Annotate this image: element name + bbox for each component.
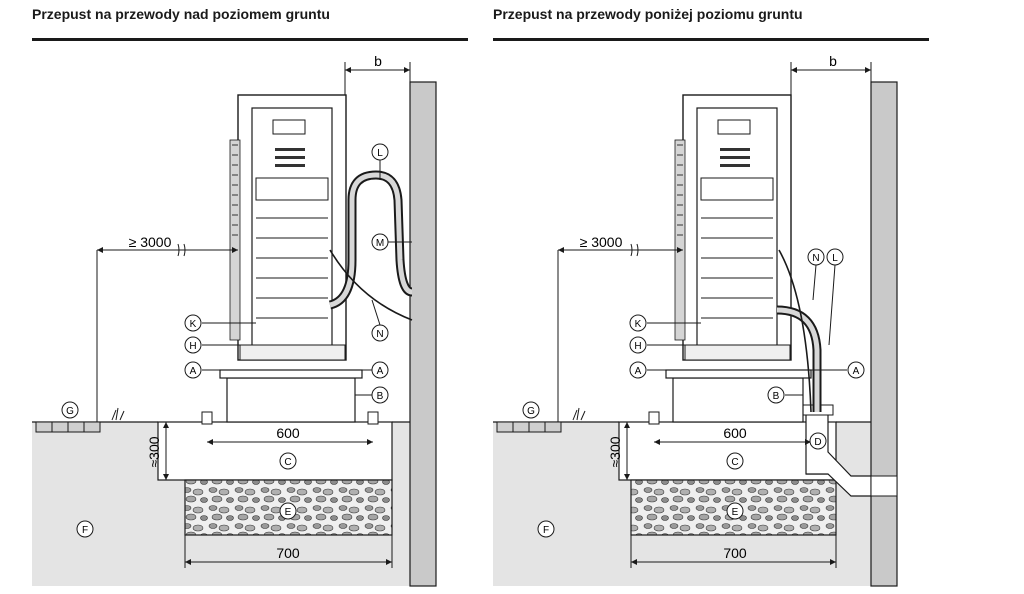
svg-text:G: G bbox=[527, 406, 535, 417]
callout-B: B bbox=[371, 386, 389, 404]
callout-K: K bbox=[184, 314, 202, 332]
svg-text:L: L bbox=[832, 253, 838, 264]
grass-symbol bbox=[572, 407, 586, 421]
base-block bbox=[672, 377, 804, 423]
svg-text:L: L bbox=[377, 148, 383, 159]
title-below-ground: Przepust na przewody poniżej poziomu gru… bbox=[493, 6, 803, 22]
svg-text:E: E bbox=[732, 507, 739, 518]
callout-N: N bbox=[371, 324, 389, 342]
callout-K: K bbox=[629, 314, 647, 332]
callout-F: F bbox=[76, 520, 94, 538]
callout-C: C bbox=[726, 452, 744, 470]
callout-A-left: A bbox=[184, 361, 202, 379]
svg-text:A: A bbox=[377, 366, 384, 377]
callout-B: B bbox=[767, 386, 785, 404]
dimension-width-top: 600 bbox=[276, 425, 300, 441]
paving-stones bbox=[35, 421, 101, 433]
svg-text:F: F bbox=[82, 525, 88, 536]
svg-text:C: C bbox=[284, 457, 291, 468]
svg-text:E: E bbox=[285, 507, 292, 518]
dimension-depth: ≈300 bbox=[607, 436, 623, 467]
callout-H: H bbox=[629, 336, 647, 354]
svg-text:B: B bbox=[377, 391, 384, 402]
callout-L: L bbox=[371, 143, 389, 161]
svg-text:A: A bbox=[190, 366, 197, 377]
callout-G: G bbox=[522, 401, 540, 419]
dimension-width-top: 600 bbox=[723, 425, 747, 441]
electric-cable bbox=[329, 249, 413, 321]
callout-G: G bbox=[61, 401, 79, 419]
dimension-width-bottom: 700 bbox=[276, 545, 300, 561]
svg-text:H: H bbox=[189, 341, 196, 352]
base-block bbox=[226, 377, 356, 423]
electric-cable bbox=[778, 249, 812, 413]
svg-text:B: B bbox=[773, 391, 780, 402]
title-above-ground: Przepust na przewody nad poziomem gruntu bbox=[32, 6, 330, 22]
svg-text:N: N bbox=[376, 329, 383, 340]
foundation-concrete bbox=[157, 421, 393, 481]
svg-text:N: N bbox=[812, 253, 819, 264]
paving-stones bbox=[496, 421, 562, 433]
diagram-below-ground: b ≥ 3000 600 700 ≈300 K H A A B N L D G … bbox=[493, 53, 898, 587]
svg-text:K: K bbox=[635, 319, 642, 330]
callout-L: L bbox=[826, 248, 844, 266]
diagram-above-ground: b ≥ 3000 600 700 ≈300 K H A A B L M N G … bbox=[32, 53, 437, 587]
base-frame bbox=[219, 369, 363, 379]
callout-A-right: A bbox=[371, 361, 389, 379]
callout-A-left: A bbox=[629, 361, 647, 379]
svg-text:H: H bbox=[634, 341, 641, 352]
dimension-b: b bbox=[829, 53, 837, 69]
dimension-clearance: ≥ 3000 bbox=[580, 234, 623, 250]
title-rule-right bbox=[493, 38, 929, 41]
title-rule-left bbox=[32, 38, 468, 41]
building-wall bbox=[870, 81, 898, 587]
base-frame bbox=[665, 369, 812, 379]
svg-text:A: A bbox=[853, 366, 860, 377]
svg-text:M: M bbox=[376, 238, 384, 249]
heat-pump-unit bbox=[674, 94, 792, 361]
callout-E: E bbox=[279, 502, 297, 520]
callout-E: E bbox=[726, 502, 744, 520]
callout-A-right: A bbox=[847, 361, 865, 379]
gravel-bed bbox=[184, 479, 393, 536]
grass-symbol bbox=[111, 407, 125, 421]
callout-M: M bbox=[371, 233, 389, 251]
svg-text:C: C bbox=[731, 457, 738, 468]
svg-text:A: A bbox=[635, 366, 642, 377]
svg-text:K: K bbox=[190, 319, 197, 330]
dimension-width-bottom: 700 bbox=[723, 545, 747, 561]
svg-text:D: D bbox=[814, 437, 821, 448]
foundation-concrete bbox=[618, 421, 837, 481]
building-wall bbox=[409, 81, 437, 587]
callout-C: C bbox=[279, 452, 297, 470]
dimension-depth: ≈300 bbox=[146, 436, 162, 467]
callout-D: D bbox=[809, 432, 827, 450]
svg-text:F: F bbox=[543, 525, 549, 536]
callout-F: F bbox=[537, 520, 555, 538]
callout-N: N bbox=[807, 248, 825, 266]
dimension-clearance: ≥ 3000 bbox=[129, 234, 172, 250]
callout-H: H bbox=[184, 336, 202, 354]
heat-pump-unit bbox=[229, 94, 347, 361]
svg-text:G: G bbox=[66, 406, 74, 417]
dimension-b: b bbox=[374, 53, 382, 69]
